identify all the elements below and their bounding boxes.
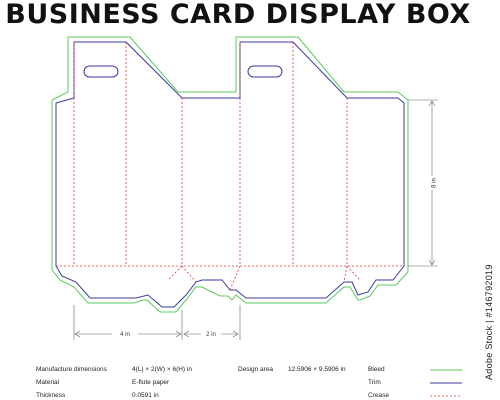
design-area-value: 12.5906 × 9.5906 in: [288, 366, 346, 373]
crease-tab-1: [167, 265, 183, 281]
thickness-label: Thickness: [36, 392, 66, 399]
manufacture-dimensions-value: 4(L) × 2(W) × 6(H) in: [132, 366, 192, 373]
width-dimension-label: 2 in: [206, 332, 216, 338]
height-dimension: [408, 99, 438, 267]
page-title: BUSINESS CARD DISPLAY BOX: [5, 0, 471, 30]
length-dimension: [73, 305, 183, 340]
material-label: Material: [36, 379, 60, 386]
height-dimension-label: 8 in: [432, 178, 438, 188]
material-value: E-flute paper: [132, 379, 170, 386]
handle-slot-left: [83, 65, 119, 78]
crease-tab-3: [229, 265, 241, 291]
legend-bleed-label: Bleed: [368, 366, 385, 373]
manufacture-dimensions-label: Manufacture dimensions: [36, 366, 107, 373]
handle-slot-right: [247, 65, 283, 78]
length-dimension-label: 4 in: [120, 332, 130, 338]
crease-lines: [56, 42, 404, 291]
bleed-outline: [51, 36, 409, 313]
legend-crease-label: Crease: [368, 392, 389, 399]
width-dimension: [183, 305, 241, 340]
crease-tab-4: [343, 265, 348, 283]
crease-tab-5: [346, 265, 361, 281]
trim-outline: [55, 41, 405, 308]
design-area-label: Design area: [238, 366, 274, 373]
legend-trim-label: Trim: [368, 379, 381, 386]
crease-tab-2: [181, 265, 197, 283]
stock-watermark: Adobe Stock | #146792019: [484, 264, 494, 380]
thickness-value: 0.0591 in: [132, 392, 159, 399]
